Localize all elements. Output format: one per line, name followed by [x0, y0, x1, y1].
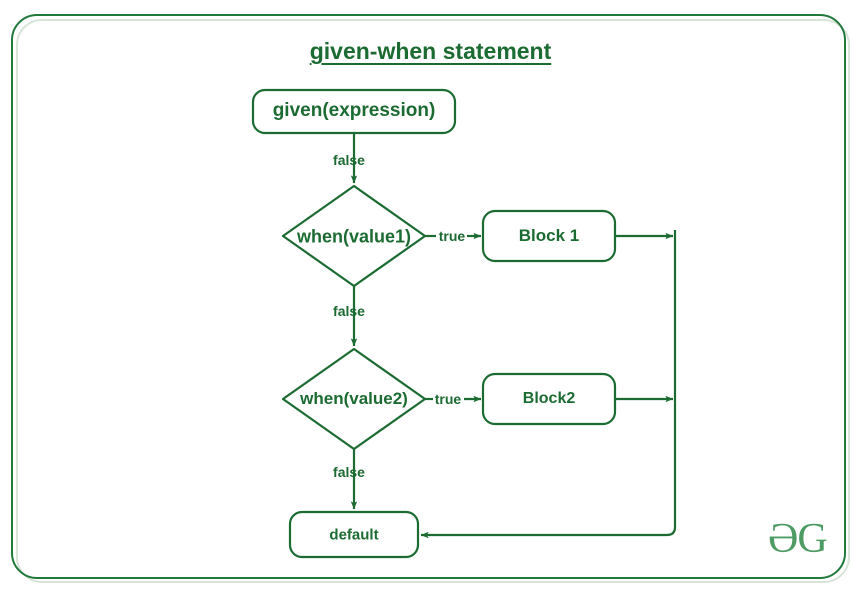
- page-title: given-when statement: [309, 38, 552, 64]
- node-when2-label: when(value2): [300, 389, 408, 408]
- edge-label-true-when1-block1: true: [438, 228, 466, 244]
- edge-rail-default: [420, 230, 677, 539]
- edge-label-false-when2-default: false: [333, 464, 365, 480]
- edge-label-true-when2-block2: true: [434, 391, 462, 407]
- geeksforgeeks-logo: ƏG: [768, 516, 828, 562]
- node-block1-label: Block 1: [518, 226, 580, 245]
- node-default-shape: [288, 510, 420, 559]
- node-when1-label: when(value1): [296, 226, 412, 247]
- node-given-label: given(expression): [272, 100, 436, 121]
- edge-label-false-given-when1: false: [333, 152, 365, 168]
- outer-frame-shadow: [16, 19, 850, 583]
- node-block2-label: Block2: [522, 390, 576, 407]
- node-default-label: default: [329, 526, 379, 544]
- edge-label-false-when1-when2: false: [333, 303, 365, 319]
- outer-frame-border: [11, 14, 846, 579]
